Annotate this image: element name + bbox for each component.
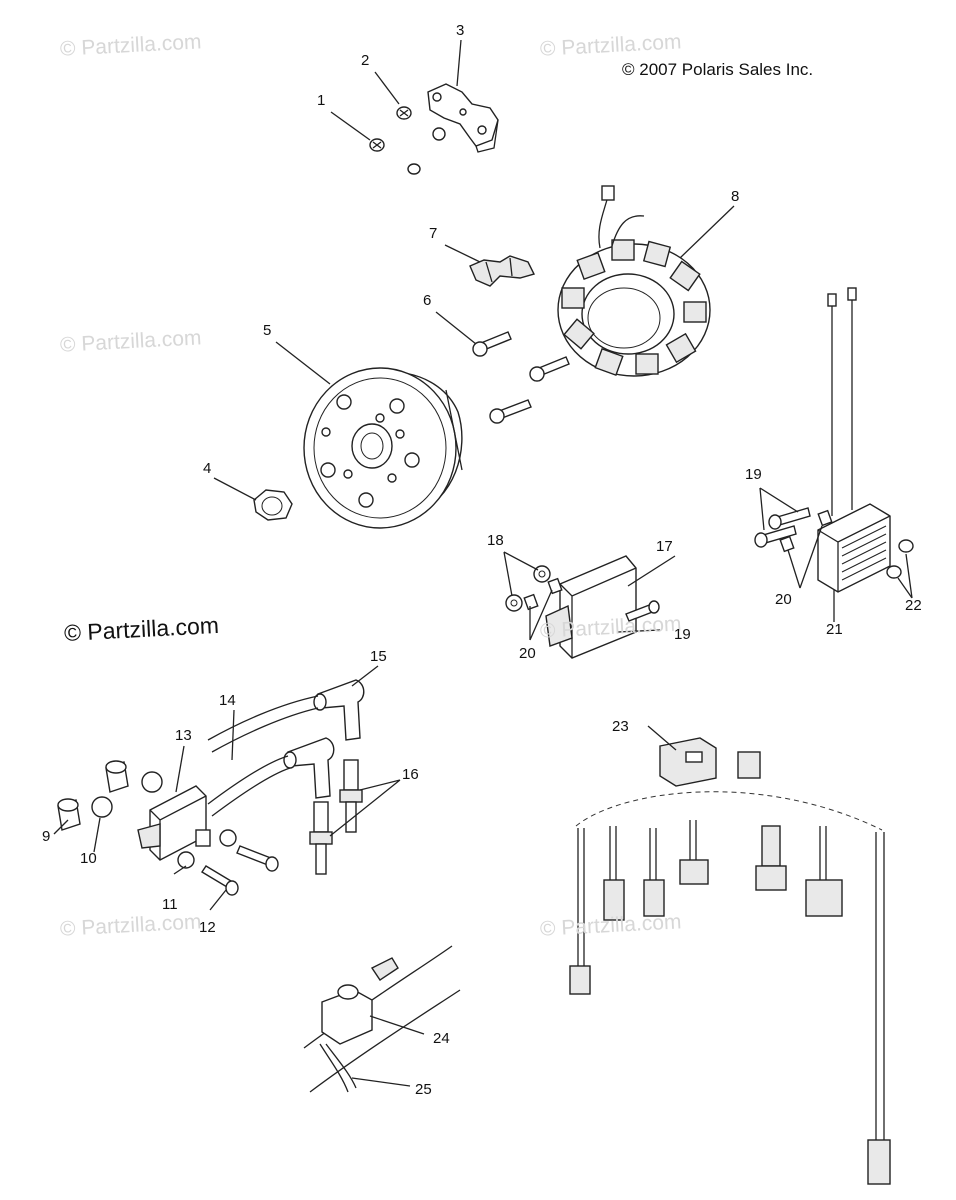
sensor-part-24: [303, 945, 461, 1093]
coil-part-13: [137, 785, 211, 861]
callout-8: 8: [731, 188, 740, 205]
harness-part-23: [569, 737, 891, 1185]
grommets-part-9-10: [57, 760, 163, 831]
copyright-text: © 2007 Polaris Sales Inc.: [622, 60, 814, 79]
nut-part-4: [253, 489, 293, 521]
callout-16: 16: [402, 766, 419, 783]
callout-10: 10: [80, 850, 97, 867]
screw-part-19-middle: [625, 600, 660, 622]
callout-18: 18: [487, 532, 504, 549]
regulator-part-21: [817, 287, 891, 593]
callout-21: 21: [826, 621, 843, 638]
callout-4: 4: [203, 460, 212, 477]
callout-6: 6: [423, 292, 432, 309]
wires-part-14: [207, 695, 319, 817]
callout-25: 25: [415, 1081, 432, 1098]
stator-part-8: [557, 185, 711, 377]
flywheel-part-5: [303, 367, 463, 529]
bracket-part-3: [427, 83, 499, 153]
callout-13: 13: [175, 727, 192, 744]
callout-20-left: 20: [519, 645, 536, 662]
callout-24: 24: [433, 1030, 450, 1047]
callout-19-right: 19: [745, 466, 762, 483]
washers-part-11: [177, 829, 237, 869]
callout-19-middle: 19: [674, 626, 691, 643]
screws-part-19-right: [754, 507, 811, 548]
callout-11: 11: [162, 896, 178, 913]
nuts-part-22: [886, 539, 914, 579]
screw-part-2: [396, 106, 446, 175]
callout-22: 22: [905, 597, 922, 614]
bolts-part-6: [472, 331, 570, 424]
callout-3: 3: [456, 22, 465, 39]
washers-part-20-left: [523, 577, 563, 611]
plugs-part-16: [309, 759, 363, 875]
callout-5: 5: [263, 322, 272, 339]
callout-17: 17: [656, 538, 673, 555]
callout-2: 2: [361, 52, 370, 69]
clip-part-7: [469, 255, 536, 287]
callout-1: 1: [317, 92, 326, 109]
callout-9: 9: [42, 828, 51, 845]
module-part-17: [545, 555, 637, 659]
callout-23: 23: [612, 718, 629, 735]
washers-part-20-right: [779, 509, 833, 553]
callout-15: 15: [370, 648, 387, 665]
callout-20-right: 20: [775, 591, 792, 608]
bolts-part-12: [201, 845, 279, 896]
callout-7: 7: [429, 225, 438, 242]
callout-12: 12: [199, 919, 216, 936]
screw-part-1: [369, 138, 385, 152]
strap-part-25: [319, 1043, 357, 1093]
callout-14: 14: [219, 692, 236, 709]
